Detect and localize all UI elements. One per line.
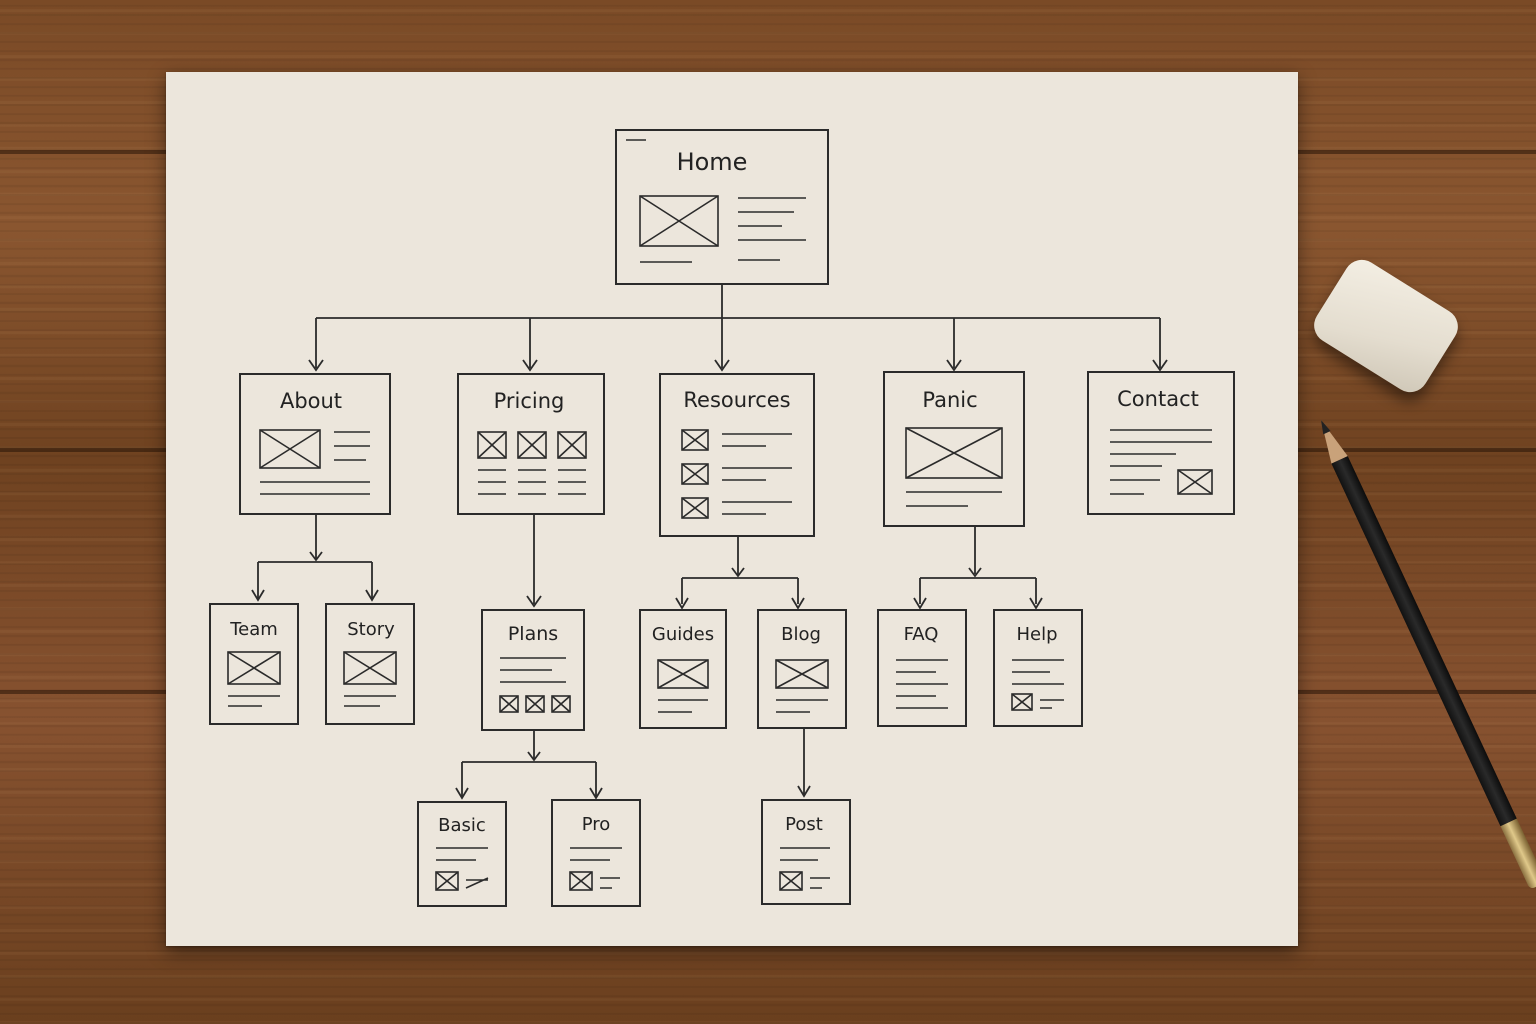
node-team-label: Team: [229, 619, 278, 640]
node-pricing: Pricing: [457, 373, 605, 515]
node-faq-label: FAQ: [904, 624, 939, 645]
node-post-label: Post: [785, 814, 823, 835]
node-help: Help: [993, 609, 1083, 727]
node-faq: FAQ: [877, 609, 967, 727]
node-blog: Blog: [757, 609, 847, 729]
node-plans-label: Plans: [508, 623, 558, 645]
node-guides: Guides: [639, 609, 727, 729]
node-plans: Plans: [481, 609, 585, 731]
node-home-label: Home: [677, 148, 748, 176]
node-contact-label: Contact: [1117, 387, 1199, 411]
node-about-label: About: [280, 389, 342, 413]
edges: [251, 284, 1168, 800]
node-blog-label: Blog: [781, 624, 821, 645]
node-story-label: Story: [347, 619, 395, 640]
node-panic: Panic: [883, 371, 1025, 527]
node-story: Story: [325, 603, 415, 725]
node-panic-label: Panic: [922, 388, 977, 412]
node-contact: Contact: [1087, 371, 1235, 515]
node-basic: Basic: [417, 801, 507, 907]
edge-resources-children: [681, 536, 799, 604]
edge-panic-children: [919, 526, 1037, 604]
node-help-label: Help: [1016, 624, 1057, 645]
node-guides-label: Guides: [652, 624, 714, 645]
node-resources: Resources: [659, 373, 815, 537]
node-basic-label: Basic: [438, 815, 486, 836]
node-resources-label: Resources: [683, 388, 790, 412]
node-team: Team: [209, 603, 299, 725]
node-home: Home: [615, 129, 829, 285]
edge-about-children: [257, 515, 373, 598]
node-pricing-label: Pricing: [494, 389, 565, 413]
node-post: Post: [761, 799, 851, 905]
edge-home-bus: [316, 284, 1160, 319]
node-pro: Pro: [551, 799, 641, 907]
sketch-paper: [166, 72, 1298, 946]
node-pro-label: Pro: [582, 814, 611, 835]
node-about: About: [239, 373, 391, 515]
edge-plans-children: [461, 730, 597, 796]
